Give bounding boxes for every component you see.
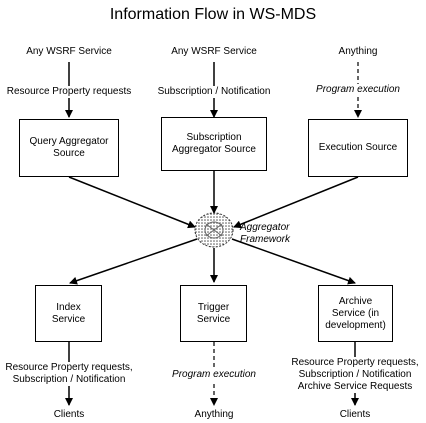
left-output-edge-1: Resource Property requests, xyxy=(5,362,133,373)
center-output-edge-label: Program execution xyxy=(163,369,265,381)
subscription-aggregator-label-1: Subscription xyxy=(186,132,242,143)
right-output-edge-1: Resource Property requests, xyxy=(291,357,419,368)
subscription-aggregator-label-2: Aggregator Source xyxy=(172,144,256,155)
right-target-label: Clients xyxy=(339,409,371,420)
right-edge-label: Program execution xyxy=(310,84,406,96)
left-edge-label: Resource Property requests xyxy=(0,86,138,98)
index-label-2: Service xyxy=(51,313,86,325)
query-aggregator-label: Query Aggregator Source xyxy=(29,136,109,159)
query-aggregator-source-box: Query Aggregator Source xyxy=(19,119,119,177)
archive-service-box: Archive Service (in development) xyxy=(318,285,393,342)
aggregator-framework-node xyxy=(194,212,234,248)
left-input-label: Any WSRF Service xyxy=(26,46,112,57)
center-input-label: Any WSRF Service xyxy=(171,46,257,57)
execution-source-box: Execution Source xyxy=(308,119,408,177)
framework-label-1: Aggregator xyxy=(240,222,290,233)
archive-label-2: Service (in xyxy=(331,307,380,319)
framework-label-2: Framework xyxy=(240,234,291,245)
execution-source-label: Execution Source xyxy=(318,142,398,153)
index-service-box: Index Service xyxy=(35,285,102,342)
right-output-edge-3: Archive Service Requests xyxy=(297,381,413,392)
arrow-framework-to-archive xyxy=(231,238,356,285)
arrow-query-to-framework xyxy=(68,176,196,229)
arrow-framework-to-index xyxy=(69,238,198,285)
archive-label-1: Archive xyxy=(338,295,373,307)
right-output-edge-2: Subscription / Notification xyxy=(298,369,412,380)
arrow-execution-to-framework xyxy=(233,176,359,229)
center-target-label: Anything xyxy=(194,409,234,420)
left-target-label: Clients xyxy=(53,409,85,420)
archive-label-3: development) xyxy=(325,319,386,331)
subscription-aggregator-source-box: Subscription Aggregator Source xyxy=(161,117,267,171)
left-output-edge-2: Subscription / Notification xyxy=(12,374,126,385)
right-output-edge-label: Resource Property requests, Subscription… xyxy=(284,357,426,393)
trigger-service-box: Trigger Service xyxy=(180,285,247,342)
aggregator-framework-label: Aggregator Framework xyxy=(240,222,304,246)
diagram-title: Information Flow in WS-MDS xyxy=(109,6,317,23)
trigger-label-1: Trigger xyxy=(197,301,230,313)
index-label-1: Index xyxy=(56,301,81,313)
center-edge-label: Subscription / Notification xyxy=(149,86,279,98)
right-input-label: Anything xyxy=(338,46,378,57)
left-output-edge-label: Resource Property requests, Subscription… xyxy=(0,362,138,386)
trigger-label-2: Service xyxy=(196,313,231,325)
